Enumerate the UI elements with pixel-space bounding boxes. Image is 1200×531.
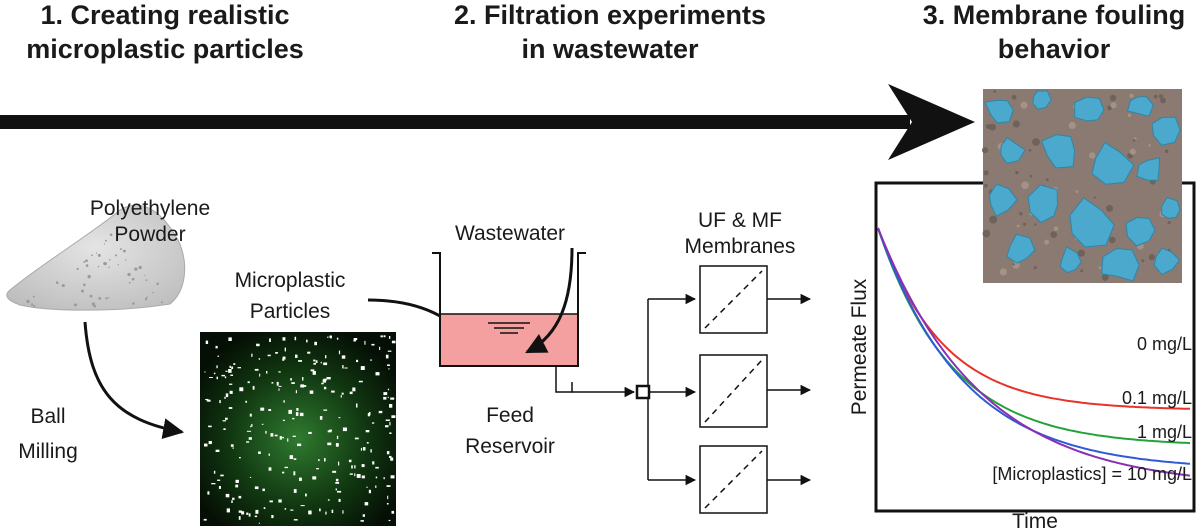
powder-label-line2: Powder — [114, 223, 185, 246]
ball-milling-label-line2: Milling — [18, 440, 78, 463]
flux-chart-series-labels: 0 mg/L 0.1 mg/L 1 mg/L [Microplastics] = 10… — [992, 334, 1192, 484]
powder-label-line1: Polyethylene — [90, 197, 210, 220]
membrane-module-3 — [699, 445, 812, 514]
feed-reservoir — [432, 252, 586, 367]
flux-series-label-1: 0.1 mg/L — [1122, 388, 1192, 408]
flux-chart-y-axis-label: Permeate Flux — [848, 278, 871, 415]
microplastic-label-line1: Microplastic — [235, 269, 346, 292]
flux-series-label-3: [Microplastics] = 10 mg/L — [992, 464, 1192, 484]
wastewater-arrow — [525, 247, 574, 354]
fouled-membrane-sem-image — [982, 89, 1182, 283]
step-1-heading: 1. Creating realistic microplastic parti… — [26, 0, 304, 64]
flux-chart-curves — [877, 227, 1191, 477]
membrane-branches — [647, 293, 697, 486]
flux-series-label-2: 1 mg/L — [1137, 422, 1192, 442]
feed-reservoir-label-line1: Feed — [486, 404, 534, 427]
membrane-module-1 — [699, 265, 812, 334]
microplastic-particles-image — [200, 332, 396, 526]
step-3-title-line2: behavior — [998, 34, 1111, 64]
polyethylene-powder-image — [6, 204, 186, 311]
flux-curve-0 — [877, 227, 1190, 410]
membranes-label-line1: UF & MF — [698, 209, 782, 232]
step-3-heading: 3. Membrane fouling behavior — [923, 0, 1186, 64]
step-2-heading: 2. Filtration experiments in wastewater — [454, 0, 766, 64]
step-1-title-line1: 1. Creating realistic — [40, 0, 289, 30]
splitter-junction — [635, 384, 651, 400]
step-3-title-line1: 3. Membrane fouling — [923, 0, 1186, 30]
flux-chart-x-axis-label: Time — [1012, 510, 1058, 531]
feed-reservoir-label-line2: Reservoir — [465, 435, 555, 458]
membrane-module-2 — [699, 354, 812, 428]
step-2-title-line2: in wastewater — [521, 34, 699, 64]
flux-curve-3 — [877, 227, 1191, 477]
wastewater-label: Wastewater — [455, 222, 565, 245]
ball-milling-label-line1: Ball — [30, 405, 65, 428]
flux-series-label-0: 0 mg/L — [1137, 334, 1192, 354]
step-1-title-line2: microplastic particles — [26, 34, 304, 64]
ball-milling-arrow — [83, 321, 185, 439]
microplastic-label-line2: Particles — [250, 300, 331, 323]
membranes-label-line2: Membranes — [685, 235, 796, 258]
process-arrow — [0, 84, 975, 160]
step-2-title-line1: 2. Filtration experiments — [454, 0, 766, 30]
